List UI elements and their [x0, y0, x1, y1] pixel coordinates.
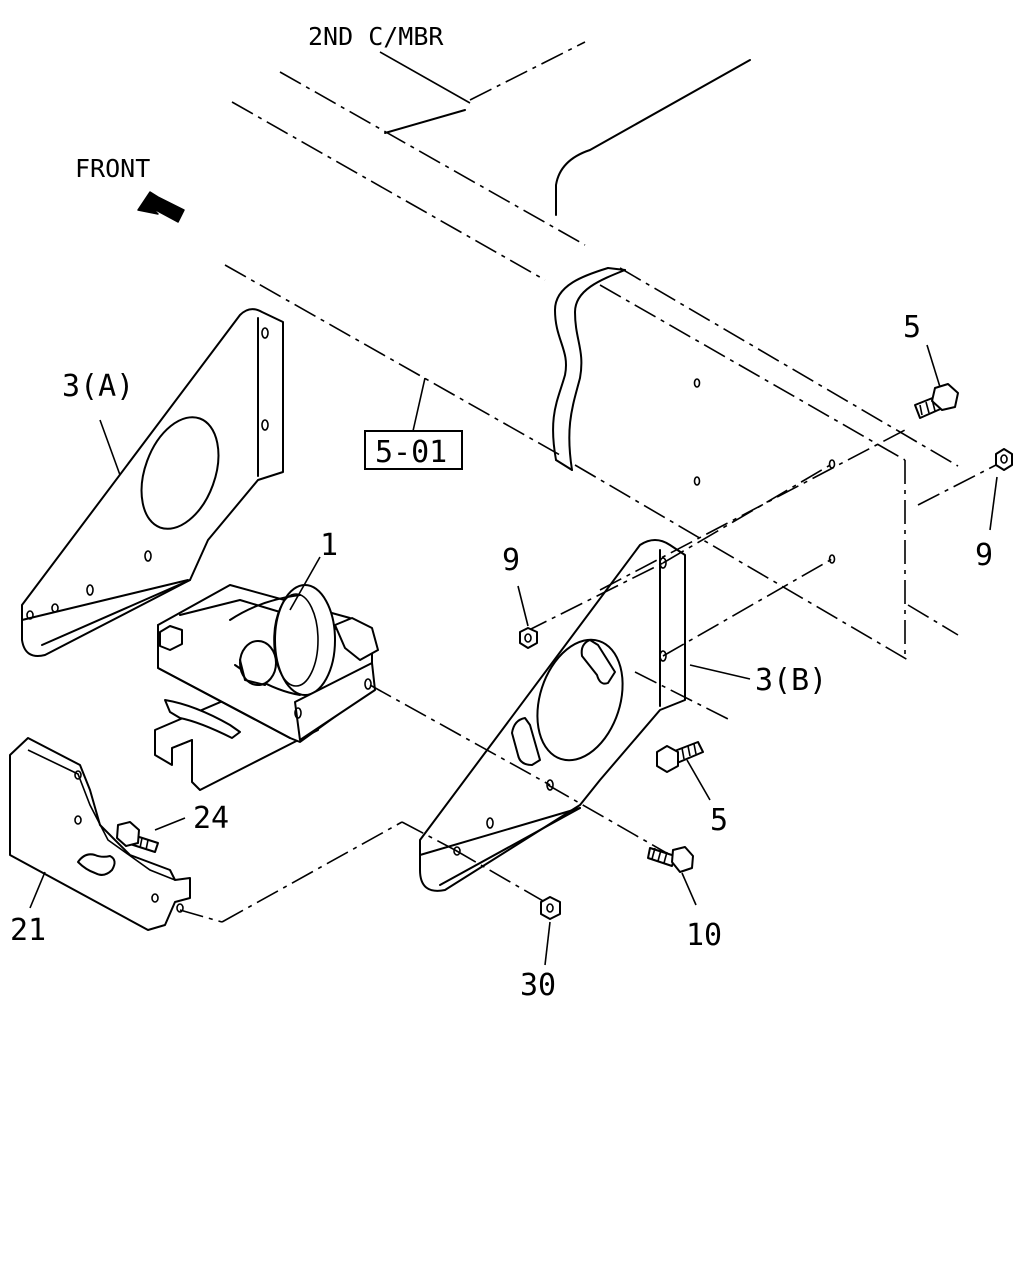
part-21-label: 21: [10, 913, 46, 948]
part-30-leader: [544, 921, 551, 966]
part-5-mid-leader: [686, 759, 711, 801]
part-30-label: 30: [520, 968, 556, 1003]
nut-9-right: [995, 448, 1013, 471]
nut-9-left: [519, 627, 538, 649]
part-1-label: 1: [320, 528, 338, 563]
nut-30: [540, 896, 561, 920]
part-5-top-leader: [926, 344, 941, 388]
ref-box-label: 5-01: [375, 435, 447, 470]
bolt-5-top: [914, 383, 959, 419]
part-9-left-label: 9: [502, 543, 520, 578]
cover-plate-21: [9, 737, 191, 931]
mount-part-1: [154, 584, 379, 791]
part-5-mid-label: 5: [710, 803, 728, 838]
ref-box: 5-01: [364, 377, 463, 470]
bracket-3b: [419, 539, 686, 892]
part-21-leader: [29, 871, 46, 909]
crossmember-label: 2ND C/MBR: [308, 22, 444, 51]
arrow-up-left-icon: [137, 191, 185, 223]
part-9-right-leader: [989, 476, 998, 531]
bolt-10: [647, 846, 694, 873]
part-24-label: 24: [193, 801, 229, 836]
bracket-3a: [21, 308, 284, 657]
part-1-leader: [289, 556, 321, 611]
part-9-left-leader: [517, 585, 529, 627]
part-3b-leader: [689, 664, 751, 680]
part-5-top-label: 5: [903, 310, 921, 345]
part-9-right-label: 9: [975, 538, 993, 573]
part-10-label: 10: [686, 918, 722, 953]
part-24-leader: [154, 817, 186, 831]
front-label: FRONT: [75, 154, 150, 183]
bolt-24: [116, 821, 159, 853]
frame-crossmember: [224, 41, 959, 661]
crossmember-leader: [379, 51, 471, 104]
part-3b-label: 3(B): [755, 663, 827, 698]
part-3a-label: 3(A): [62, 369, 134, 404]
part-3a-leader: [99, 419, 121, 476]
part-10-leader: [681, 872, 697, 906]
bolt-5-mid: [656, 741, 704, 773]
